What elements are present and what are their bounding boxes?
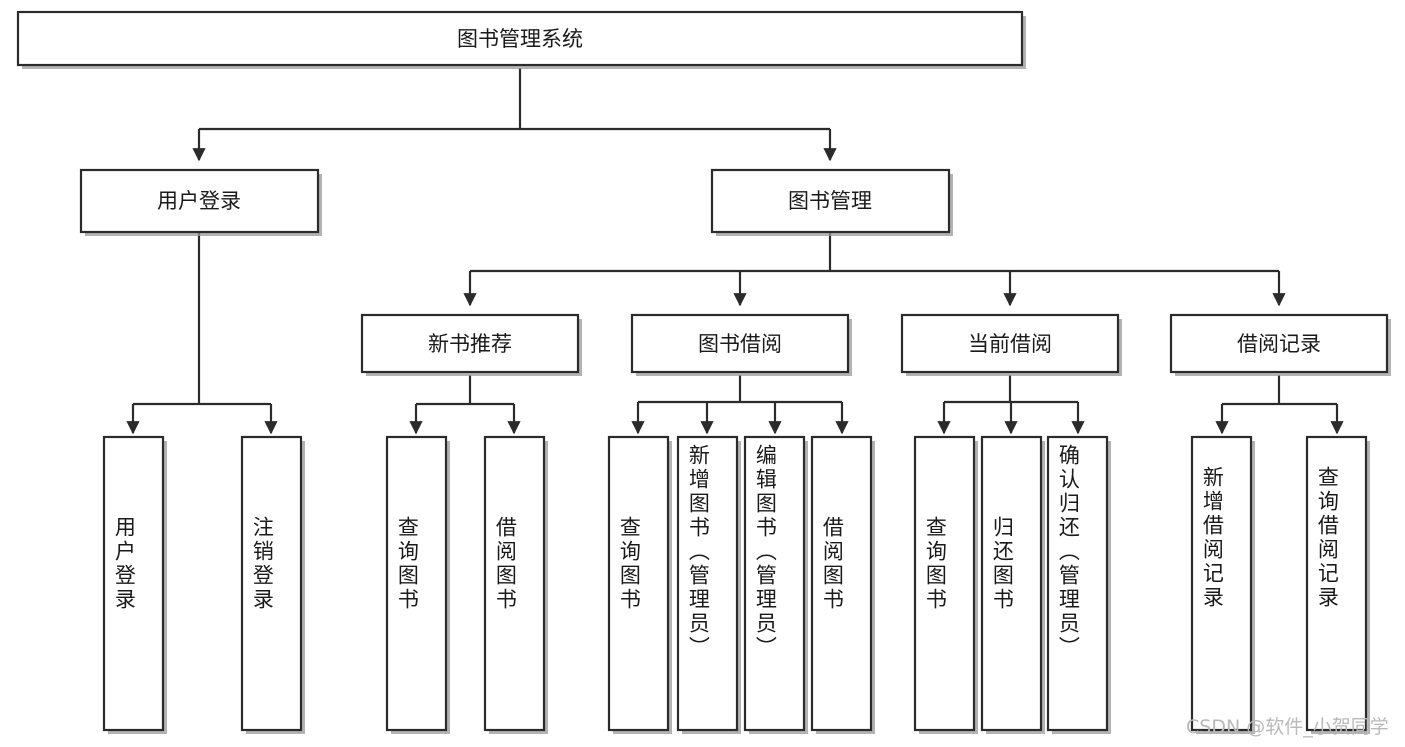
node-borrow-record[interactable]: 借阅记录 [1169,313,1391,376]
node-leaf-return-book[interactable] [980,435,1045,734]
node-book-management-label: 图书管理 [788,189,872,213]
node-book-borrow-label: 图书借阅 [698,332,782,356]
node-borrow-record-label: 借阅记录 [1237,332,1321,356]
node-book-management[interactable]: 图书管理 [710,168,953,236]
node-leaf-query-record[interactable] [1305,435,1370,734]
node-leaf-logout-login[interactable] [240,435,305,734]
node-book-borrow[interactable]: 图书借阅 [630,313,852,376]
node-leaf-query-book-3[interactable] [913,435,978,734]
connector-group-new-book-recommend [409,375,521,435]
node-leaf-borrow-book-2[interactable] [810,435,875,734]
connector-group-current-borrow [937,375,1085,435]
node-root[interactable]: 图书管理系统 [16,10,1026,69]
node-leaf-query-book-2[interactable] [607,435,672,734]
node-leaf-borrow-book-1[interactable] [483,435,548,734]
connector-group-root [192,68,837,162]
node-user-login[interactable]: 用户登录 [79,168,322,236]
connector-group-borrow-record [1215,375,1344,435]
node-current-borrow[interactable]: 当前借阅 [900,313,1122,376]
node-leaf-add-book[interactable] [676,435,741,734]
node-leaf-query-book-1[interactable] [385,435,450,734]
node-root-label: 图书管理系统 [457,27,583,51]
node-leaf-confirm-return[interactable] [1046,435,1111,734]
node-new-book-recommend-label: 新书推荐 [428,332,512,356]
connector-group-user-login [126,233,278,435]
node-current-borrow-label: 当前借阅 [968,332,1052,356]
connector-group-book-borrow [631,375,849,435]
node-leaf-user-login[interactable] [102,435,167,734]
node-leaf-edit-book[interactable] [743,435,808,734]
watermark-csdn: CSDN @软件_小贺同学 [1186,716,1389,738]
node-new-book-recommend[interactable]: 新书推荐 [360,313,582,376]
node-user-login-label: 用户登录 [157,189,241,213]
connector-group-book-management [463,233,1286,307]
node-leaf-add-record[interactable] [1190,435,1255,734]
